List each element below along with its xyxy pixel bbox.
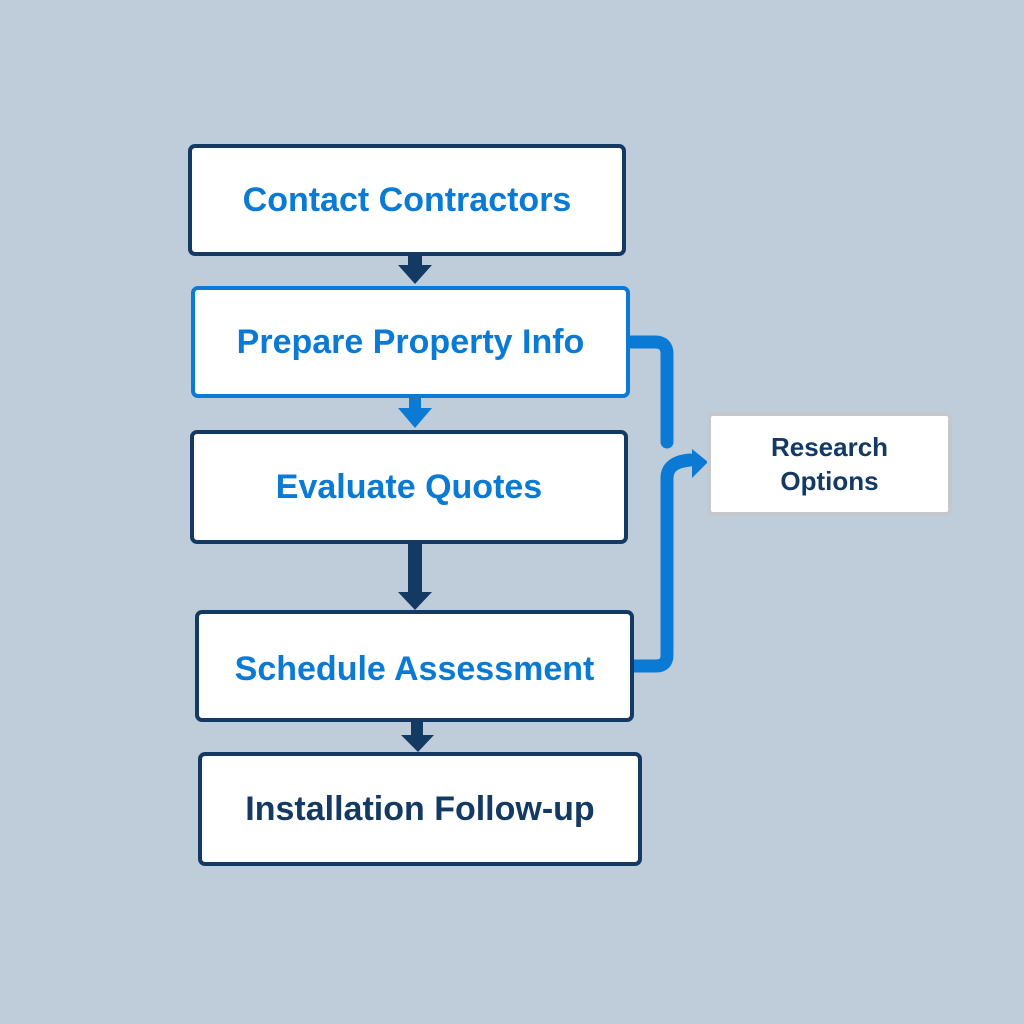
arrow-evaluate-to-schedule: [398, 542, 432, 610]
node-installation-follow-up[interactable]: Installation Follow-up: [198, 752, 642, 866]
node-label: Installation Follow-up: [245, 789, 595, 828]
node-label: Evaluate Quotes: [275, 467, 543, 506]
node-label: Contact Contractors: [242, 180, 572, 219]
arrow-contact-to-prepare: [398, 253, 432, 284]
connector-prepare-to-research: [621, 335, 674, 449]
node-schedule-assessment[interactable]: Schedule Assessment: [195, 610, 634, 722]
node-label-line1: Research: [770, 432, 889, 462]
node-research-options[interactable]: Research Options: [707, 412, 952, 516]
connector-schedule-to-research: [626, 453, 697, 673]
node-label: Schedule Assessment: [234, 650, 595, 688]
node-prepare-property-info[interactable]: Prepare Property Info: [191, 286, 630, 398]
arrow-schedule-to-installation: [401, 720, 434, 752]
node-label-line2: Options: [780, 466, 879, 496]
node-evaluate-quotes[interactable]: Evaluate Quotes: [190, 430, 628, 544]
arrowhead-to-research: [692, 449, 708, 478]
node-label: Prepare Property Info: [236, 322, 585, 361]
arrow-prepare-to-evaluate: [398, 395, 432, 428]
node-contact-contractors[interactable]: Contact Contractors: [188, 144, 626, 256]
